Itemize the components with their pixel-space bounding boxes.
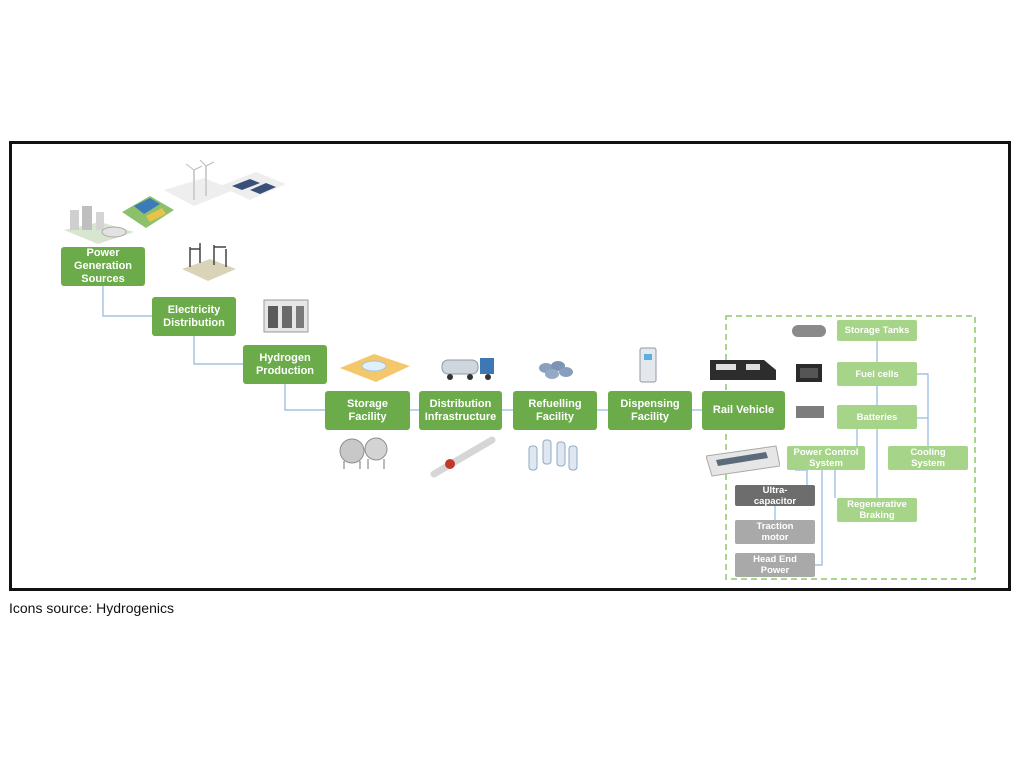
rail-vehicle-box: Rail Vehicle	[702, 391, 785, 430]
storage-tanks-box: Storage Tanks	[837, 320, 917, 341]
fuel-cells-box: Fuel cells	[837, 362, 917, 386]
power-generation-label: Power Generation Sources	[73, 247, 133, 285]
gas-bottles-icon	[528, 439, 578, 471]
pipeline-icon	[430, 436, 496, 478]
regenerative-label: Regenerative Braking	[847, 499, 907, 521]
electrolyser-icon	[263, 299, 309, 333]
wind-turbine-icon	[164, 160, 234, 206]
distribution-infrastructure-label: Distribution Infrastructure	[424, 397, 497, 423]
storage-facility-label: Storage Facility	[347, 397, 388, 423]
gas-spheres-icon	[339, 437, 388, 469]
tanker-truck-icon	[441, 358, 494, 380]
cooling-system-box: Cooling System	[888, 446, 968, 470]
storage-facility-box: Storage Facility	[325, 391, 410, 430]
electricity-distribution-label: Electricity Distribution	[163, 303, 225, 329]
traction-motor-box: Traction motor	[735, 520, 815, 544]
fuel-cells-label: Fuel cells	[855, 368, 899, 380]
power-plant-icon	[64, 206, 134, 244]
substation-icon	[182, 243, 236, 281]
locomotive-icon	[710, 360, 776, 380]
refuelling-facility-box: Refuelling Facility	[513, 391, 597, 430]
traction-motor-label: Traction motor	[756, 521, 794, 543]
solar-panel-icon	[220, 172, 286, 200]
tank-cylinder-icon	[792, 325, 826, 337]
hydrogen-production-box: Hydrogen Production	[243, 345, 327, 384]
batteries-label: Batteries	[856, 411, 898, 423]
cylinder-cluster-icon	[539, 361, 573, 379]
power-control-system-box: Power Control System	[787, 446, 865, 470]
passenger-train-icon	[706, 445, 780, 477]
distribution-infrastructure-box: Distribution Infrastructure	[419, 391, 502, 430]
power-control-label: Power Control System	[793, 447, 859, 469]
storage-container-icon	[340, 354, 410, 382]
rail-vehicle-label: Rail Vehicle	[712, 404, 775, 416]
ultracapacitor-label: Ultra-capacitor	[753, 484, 797, 507]
battery-pack-icon	[796, 406, 824, 418]
icons-source-caption: Icons source: Hydrogenics	[9, 600, 174, 616]
head-end-power-label: Head End Power	[753, 554, 797, 576]
electricity-distribution-box: Electricity Distribution	[152, 297, 236, 336]
regenerative-braking-box: Regenerative Braking	[837, 498, 917, 522]
fuel-cell-stack-icon	[796, 364, 822, 382]
hydro-dam-icon	[122, 196, 174, 228]
batteries-box: Batteries	[837, 405, 917, 429]
dispensing-facility-box: Dispensing Facility	[608, 391, 692, 430]
refuelling-facility-label: Refuelling Facility	[528, 397, 582, 423]
cooling-label: Cooling System	[910, 447, 946, 469]
hydrogen-production-label: Hydrogen Production	[255, 351, 315, 377]
head-end-power-box: Head End Power	[735, 553, 815, 577]
ultracapacitor-box: Ultra-capacitor	[735, 484, 815, 507]
storage-tanks-label: Storage Tanks	[844, 325, 910, 336]
power-generation-sources-box: Power Generation Sources	[61, 247, 145, 286]
dispenser-icon	[639, 347, 657, 383]
dispensing-facility-label: Dispensing Facility	[620, 397, 680, 423]
